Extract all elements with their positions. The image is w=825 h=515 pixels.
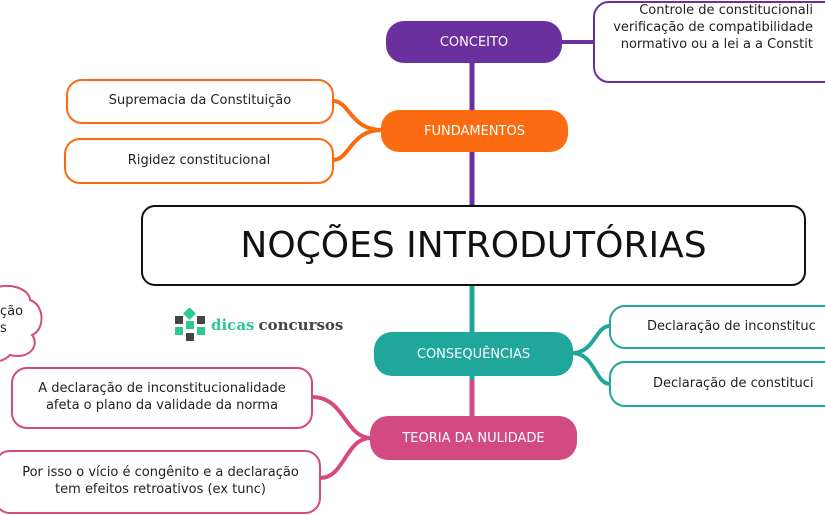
leaf-inconstitucionalidade[interactable]: Declaração de inconstituc — [609, 305, 825, 349]
leaf-vicio-congenito[interactable]: Por isso o vício é congênito e a declara… — [0, 450, 321, 514]
leaf-validade[interactable]: A declaração de inconstitucionalidade af… — [11, 367, 313, 429]
leaf-rigidez[interactable]: Rigidez constitucional — [64, 138, 334, 184]
branch-consequencias[interactable]: CONSEQUÊNCIAS — [374, 332, 573, 376]
cloud-shape — [0, 284, 43, 362]
leaf-text: normativo ou a lei a a Constit — [620, 36, 813, 52]
logo-text-dicas: dicas — [211, 316, 255, 334]
leaf-conceito[interactable]: Controle de constitucionali verificação … — [593, 1, 825, 83]
leaf-text: verificação de compatibilidade — [613, 19, 813, 35]
cube-logo-icon — [175, 308, 205, 341]
cloud-text: s — [0, 320, 7, 336]
logo-text-concursos: concursos — [258, 316, 344, 334]
branch-conceito[interactable]: CONCEITO — [386, 21, 562, 63]
branch-teoria-nulidade[interactable]: TEORIA DA NULIDADE — [370, 416, 577, 460]
leaf-text: Controle de constitucionali — [639, 3, 813, 18]
leaf-constitucionalidade[interactable]: Declaração de constituci — [609, 361, 825, 407]
cloud-text: ção — [0, 304, 24, 319]
leaf-supremacia[interactable]: Supremacia da Constituição — [66, 79, 334, 124]
central-topic[interactable]: NOÇÕES INTRODUTÓRIAS — [141, 205, 806, 286]
cloud-note: ção s — [0, 304, 23, 338]
dicas-concursos-logo: dicas concursos — [173, 308, 343, 342]
branch-fundamentos[interactable]: FUNDAMENTOS — [381, 110, 568, 152]
